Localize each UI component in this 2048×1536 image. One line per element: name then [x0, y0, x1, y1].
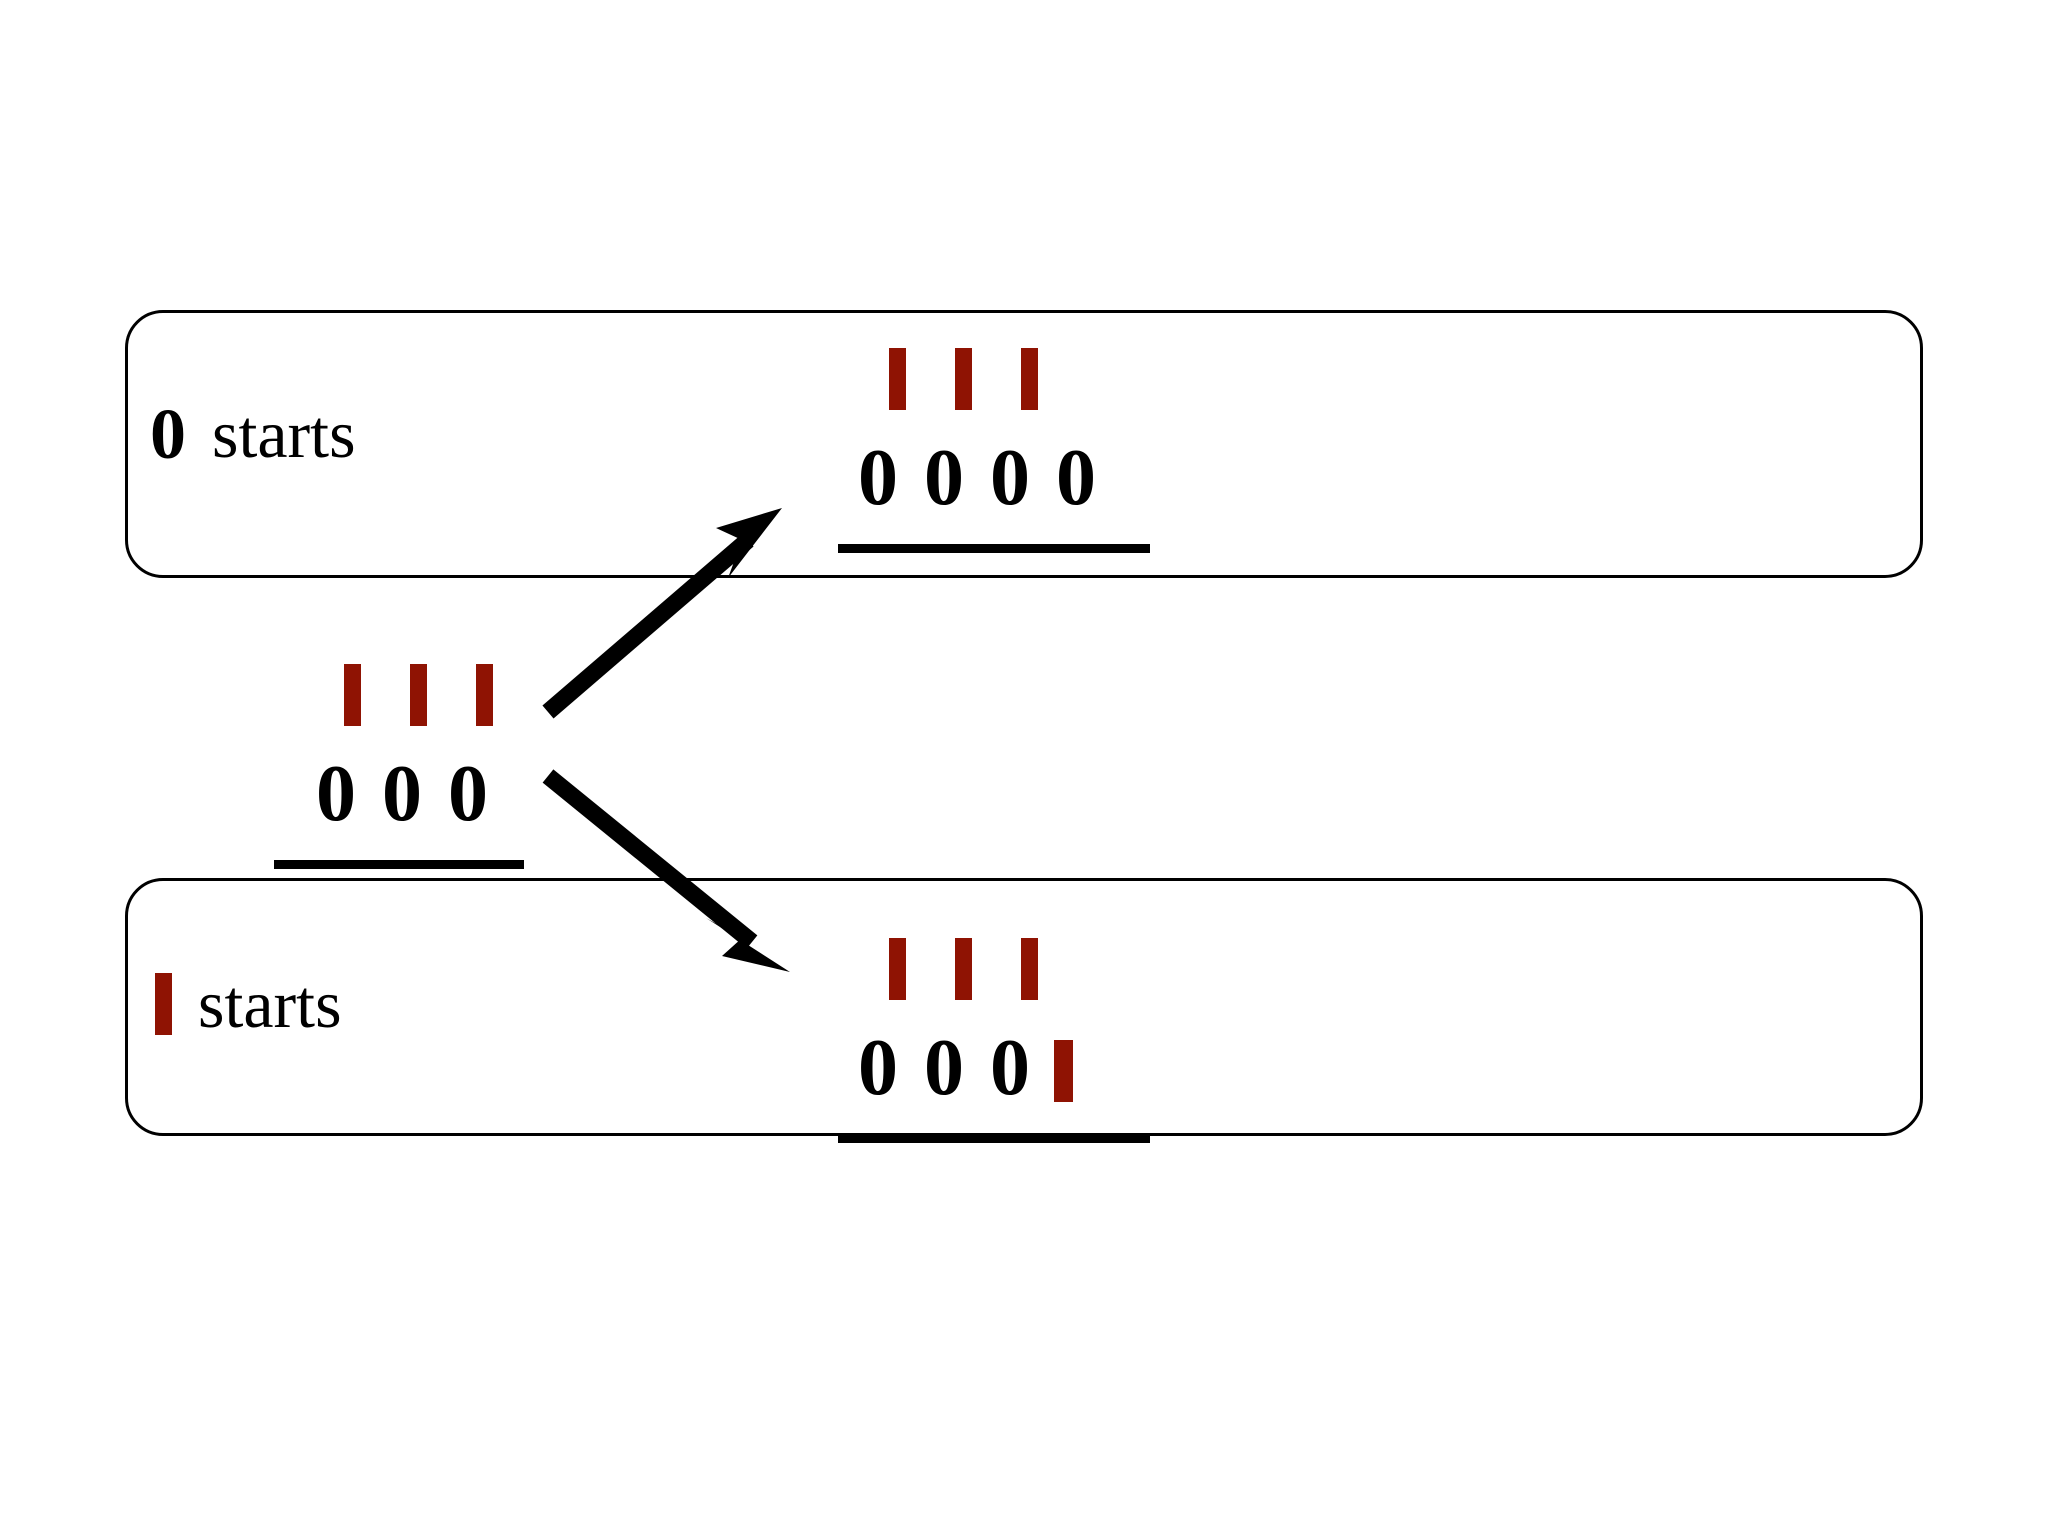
digit: 0: [858, 1024, 898, 1112]
digit-row: 0 0 0: [314, 754, 490, 834]
trailing-tally-mark-icon: [1054, 1040, 1073, 1102]
tally-mark-icon: [1021, 938, 1038, 1000]
digit: 0: [858, 434, 898, 522]
numeral-group-source: 0 0 0: [274, 664, 614, 884]
tally-mark-icon: [344, 664, 361, 726]
tally-mark-icon: [410, 664, 427, 726]
tally-row: [889, 348, 1038, 410]
tally-row: [889, 938, 1038, 1000]
tally-mark-icon: [955, 938, 972, 1000]
digit-row: 0 0 0: [856, 1028, 1073, 1108]
digit: 0: [924, 434, 964, 522]
digit: 0: [448, 750, 488, 838]
digit: 0: [382, 750, 422, 838]
digit: 0: [316, 750, 356, 838]
label-zero-starts-word: starts: [212, 396, 356, 472]
label-zero-digit-icon: 0: [150, 394, 186, 474]
underline-rule: [838, 544, 1150, 553]
digit: 0: [924, 1024, 964, 1112]
rule-box-zero-starts: [125, 310, 1923, 578]
numeral-group-result-tally-starts: 0 0 0: [838, 938, 1196, 1158]
tally-mark-icon: [955, 348, 972, 410]
label-tally-starts-word: starts: [198, 966, 342, 1042]
underline-rule: [838, 1134, 1150, 1143]
tally-mark-icon: [889, 348, 906, 410]
tally-mark-icon: [1021, 348, 1038, 410]
label-tally-mark-icon: [155, 973, 172, 1035]
tally-row: [344, 664, 493, 726]
box-label-tally-starts: starts: [155, 970, 342, 1038]
digit: 0: [990, 1024, 1030, 1112]
digit: 0: [990, 434, 1030, 522]
tally-mark-icon: [476, 664, 493, 726]
numeral-group-result-zero-starts: 0 0 0 0: [838, 348, 1196, 568]
tally-mark-icon: [889, 938, 906, 1000]
underline-rule: [274, 860, 524, 869]
digit-row: 0 0 0 0: [856, 438, 1098, 518]
box-label-zero-starts: 0 starts: [150, 398, 356, 470]
digit: 0: [1056, 434, 1096, 522]
